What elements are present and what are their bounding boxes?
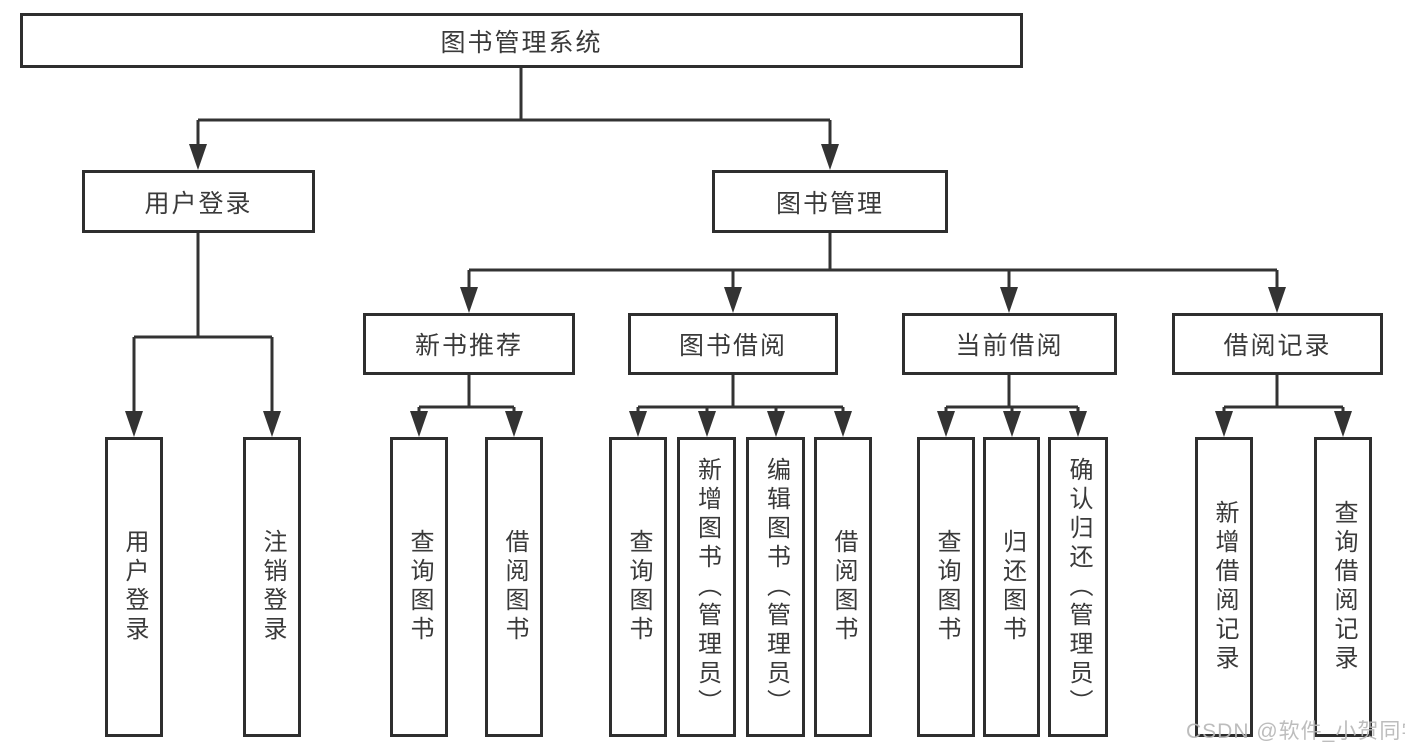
down-arrowhead	[724, 287, 742, 313]
node-root-label: 图书管理系统	[440, 28, 603, 57]
node-borrow-records: 借阅记录	[1172, 313, 1383, 375]
node-user-login-group: 用户登录	[82, 170, 315, 233]
node-return-book-label: 归还图书	[998, 529, 1026, 645]
down-arrowhead	[505, 411, 523, 437]
node-root: 图书管理系统	[20, 13, 1023, 68]
node-add-borrow-record-label: 新增借阅记录	[1211, 500, 1238, 674]
node-logout: 注销登录	[243, 437, 301, 737]
node-user-login-group-label: 用户登录	[144, 189, 253, 218]
node-user-login: 用户登录	[105, 437, 163, 737]
down-arrowhead	[937, 411, 955, 437]
connector-user-login-group	[125, 233, 281, 437]
down-arrowhead	[1000, 287, 1018, 313]
node-new-book-rec: 新书推荐	[363, 313, 575, 375]
node-add-book-admin-label: 新增图书（管理员）	[693, 456, 721, 718]
down-arrowhead	[1334, 411, 1352, 437]
node-new-book-rec-label: 新书推荐	[414, 332, 523, 360]
connector-new-book-rec	[410, 375, 523, 437]
node-search-book-1: 查询图书	[390, 437, 448, 737]
node-edit-book-admin: 编辑图书（管理员）	[746, 437, 805, 737]
node-add-borrow-record: 新增借阅记录	[1195, 437, 1253, 737]
down-arrowhead	[1069, 411, 1087, 437]
node-search-book-2: 查询图书	[609, 437, 667, 737]
connector-book-mgmt-group	[460, 233, 1286, 313]
down-arrowhead	[821, 144, 839, 170]
connector-book-borrow	[629, 375, 852, 437]
node-user-login-label: 用户登录	[121, 529, 148, 645]
down-arrowhead	[410, 411, 428, 437]
down-arrowhead	[1215, 411, 1233, 437]
node-book-borrow-label: 图书借阅	[678, 332, 787, 360]
down-arrowhead	[460, 287, 478, 313]
node-current-borrow-label: 当前借阅	[955, 332, 1064, 360]
down-arrowhead	[629, 411, 647, 437]
node-return-book: 归还图书	[983, 437, 1040, 737]
node-search-book-3-label: 查询图书	[933, 529, 960, 645]
node-book-mgmt-group-label: 图书管理	[775, 189, 884, 218]
node-borrow-book-2-label: 借阅图书	[830, 529, 857, 645]
node-search-book-2-label: 查询图书	[625, 529, 652, 645]
down-arrowhead	[189, 144, 207, 170]
node-confirm-return-admin-label: 确认归还（管理员）	[1065, 456, 1092, 718]
node-search-borrow-record: 查询借阅记录	[1314, 437, 1372, 737]
down-arrowhead	[263, 411, 281, 437]
node-borrow-records-label: 借阅记录	[1223, 332, 1332, 360]
node-book-mgmt-group: 图书管理	[712, 170, 948, 233]
connector-borrow-records	[1215, 375, 1352, 437]
connector-root	[189, 68, 839, 170]
node-logout-label: 注销登录	[259, 529, 286, 645]
node-confirm-return-admin: 确认归还（管理员）	[1048, 437, 1108, 737]
node-search-book-1-label: 查询图书	[406, 529, 433, 645]
node-edit-book-admin-label: 编辑图书（管理员）	[762, 456, 790, 718]
node-book-borrow: 图书借阅	[628, 313, 838, 375]
csdn-watermark: CSDN @软件_小贺同学	[1186, 720, 1405, 743]
down-arrowhead	[767, 411, 785, 437]
connector-current-borrow	[937, 375, 1087, 437]
node-search-borrow-record-label: 查询借阅记录	[1330, 500, 1357, 674]
node-add-book-admin: 新增图书（管理员）	[677, 437, 736, 737]
node-borrow-book-1-label: 借阅图书	[501, 529, 528, 645]
down-arrowhead	[125, 411, 143, 437]
node-current-borrow: 当前借阅	[902, 313, 1117, 375]
node-borrow-book-2: 借阅图书	[814, 437, 872, 737]
down-arrowhead	[1003, 411, 1021, 437]
node-search-book-3: 查询图书	[917, 437, 975, 737]
down-arrowhead	[834, 411, 852, 437]
down-arrowhead	[698, 411, 716, 437]
down-arrowhead	[1268, 287, 1286, 313]
node-borrow-book-1: 借阅图书	[485, 437, 543, 737]
